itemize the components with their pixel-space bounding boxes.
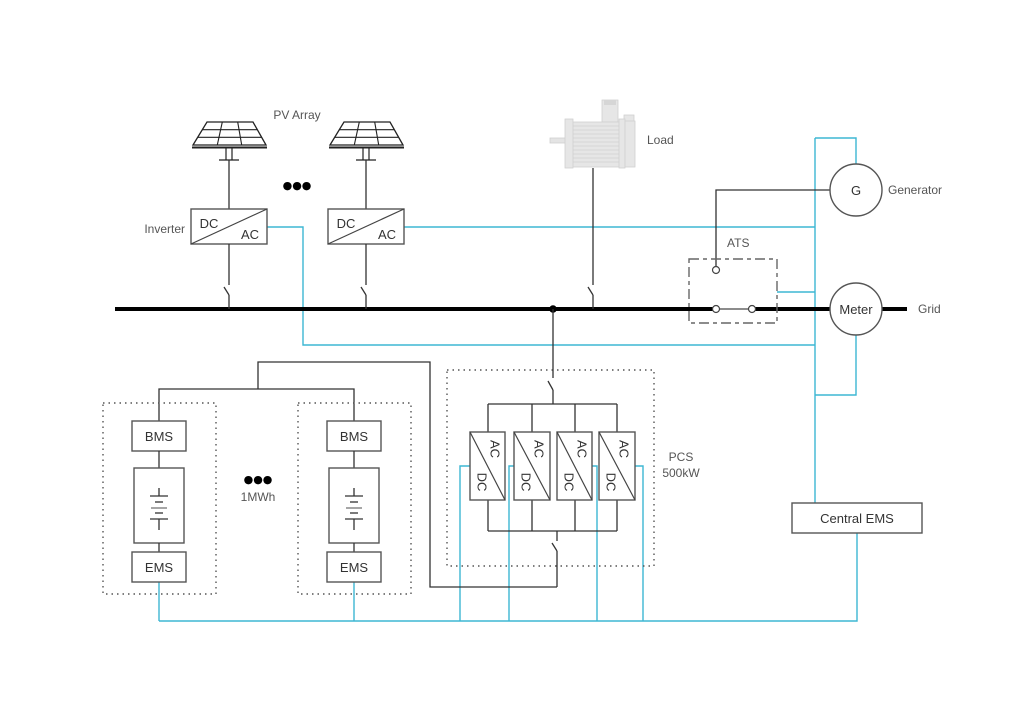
pcs-converter-1: AC DC [469, 431, 506, 501]
converter-ac-label: AC [575, 440, 590, 458]
generator-symbol [829, 163, 883, 217]
converter-dc-label: DC [475, 473, 490, 492]
meter-label: Meter [839, 302, 873, 317]
battery-icon [150, 488, 168, 530]
inverter-1: DC AC [190, 208, 268, 245]
inverter-ac-label: AC [378, 227, 396, 242]
central-ems: Central EMS [791, 502, 923, 534]
breaker-switch-icon [223, 244, 230, 309]
ats-grid-contact [747, 304, 757, 314]
pcs-ac-breaker [547, 309, 554, 404]
inverter-2: DC AC [327, 208, 405, 245]
pv-ellipsis: ●●● [283, 179, 312, 192]
converter-dc-label: DC [562, 473, 577, 492]
inverter-ac-label: AC [241, 227, 259, 242]
converter-ac-label: AC [488, 440, 503, 458]
battery-unit-boundary [297, 402, 412, 595]
pcs-boundary [446, 369, 655, 567]
meter: Meter Grid [829, 282, 941, 336]
converter-ac-label: AC [617, 440, 632, 458]
pv-array-label: PV Array [273, 108, 320, 122]
breaker-switch-icon [360, 244, 367, 309]
motor-fins [572, 125, 620, 163]
grid-label: Grid [918, 302, 941, 316]
inverter-dc-label: DC [200, 216, 219, 231]
pcs-rating-label: 500kW [662, 466, 700, 480]
generator-label: Generator [888, 183, 942, 197]
generator: G Generator [715, 163, 942, 266]
inverter-dc-label: DC [337, 216, 356, 231]
load-label: Load [647, 133, 674, 147]
battery-ellipsis: ●●● [244, 473, 273, 486]
central-ems-label: Central EMS [820, 511, 894, 526]
pcs-converter-2: AC DC [513, 431, 551, 501]
comm-line-pcs-2 [508, 465, 514, 621]
converter-dc-label: DC [604, 473, 619, 492]
battery-pack-box [328, 467, 380, 544]
motor-icon [549, 99, 636, 169]
comm-line-pcs-1 [459, 465, 470, 621]
main-bus [115, 305, 907, 313]
generator-to-ats-line [715, 189, 830, 266]
bms-label: BMS [340, 429, 369, 444]
breaker-switch-icon [587, 168, 594, 309]
converter-dc-label: DC [519, 473, 534, 492]
comm-line-inverter-1 [267, 226, 815, 346]
ats-generator-contact [711, 265, 721, 275]
battery-capacity-label: 1MWh [241, 490, 276, 504]
pcs-converter-3: AC DC [556, 431, 593, 501]
pcs-drops [487, 404, 618, 531]
comm-line-central-ems-bottom [159, 533, 858, 622]
generator-symbol-letter: G [851, 183, 861, 198]
pv-branch-2: DC AC [327, 121, 405, 309]
battery-distribution-line [158, 388, 355, 421]
pv-branch-1: DC AC [190, 121, 268, 309]
ats-label: ATS [727, 236, 749, 250]
ats-boundary [688, 258, 778, 324]
comm-line-pcs-4 [635, 465, 644, 621]
ems-label: EMS [145, 560, 174, 575]
battery-pack-box [133, 467, 185, 544]
comm-line-meter [815, 335, 857, 396]
comm-line-generator [815, 137, 857, 164]
ems-box [326, 551, 382, 583]
communication-lines [158, 137, 858, 622]
pcs: PCS 500kW AC DC AC D [446, 309, 700, 587]
converter-ac-label: AC [532, 440, 547, 458]
solar-panel-icon [191, 121, 268, 161]
meter-symbol [829, 282, 883, 336]
central-ems-box [791, 502, 923, 534]
comm-line-pcs-3 [592, 465, 598, 621]
inverter-label: Inverter [144, 222, 185, 236]
dc-link-line [257, 361, 557, 588]
solar-panel-icon [328, 121, 405, 161]
load-branch: Load [549, 99, 674, 309]
battery-unit-2: BMS EMS [297, 402, 412, 595]
bms-label: BMS [145, 429, 174, 444]
pcs-converter-4: AC DC [598, 431, 636, 501]
pcs-label: PCS [669, 450, 694, 464]
battery-unit-1: BMS EMS [102, 402, 217, 595]
battery-icon [345, 488, 363, 530]
ems-box [131, 551, 187, 583]
battery-unit-boundary [102, 402, 217, 595]
ats: ATS [688, 236, 778, 324]
ats-bus-contact [711, 304, 721, 314]
ems-label: EMS [340, 560, 369, 575]
pcs-dc-breaker [551, 531, 558, 587]
